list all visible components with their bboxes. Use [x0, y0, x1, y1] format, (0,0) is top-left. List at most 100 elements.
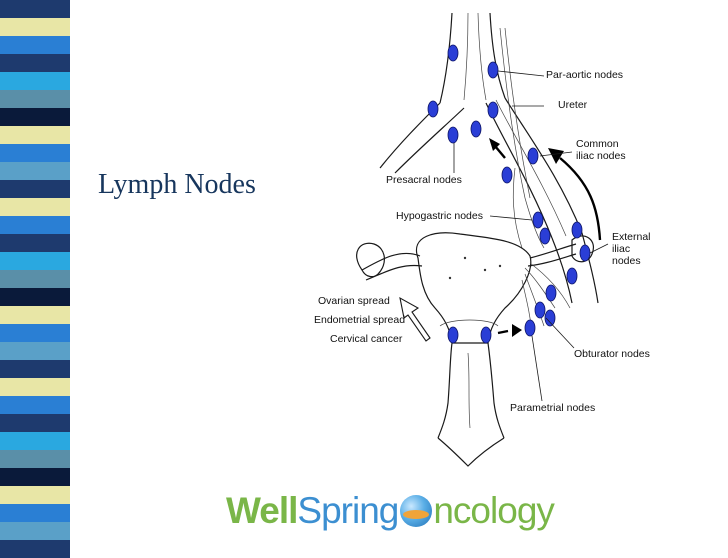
label-presacral-nodes: Presacral nodes: [386, 174, 462, 186]
label-hypogastric-nodes: Hypogastric nodes: [396, 210, 483, 222]
cervical-node: [480, 326, 492, 344]
common-iliac-spread-arrow: [559, 157, 602, 241]
hypogastric-node: [539, 227, 551, 245]
cervical-arrowhead: [512, 324, 522, 337]
side-strip-block: [0, 18, 70, 36]
side-strip-block: [0, 342, 70, 360]
side-strip-block: [0, 360, 70, 378]
common-iliac-node: [501, 166, 513, 184]
presacral-node: [470, 120, 482, 138]
parametrial-vessel: [524, 273, 545, 327]
label-parametrial-nodes: Parametrial nodes: [510, 402, 595, 414]
side-strip-block: [0, 108, 70, 126]
ureter-line-2: [504, 27, 531, 199]
side-strip-block: [0, 90, 70, 108]
label-common-iliac-2: iliac nodes: [576, 150, 626, 162]
external-iliac-node: [566, 267, 578, 285]
right-external-iliac-outer: [581, 232, 599, 304]
ureter-line: [499, 27, 545, 249]
side-strip-block: [0, 450, 70, 468]
leader-line: [539, 151, 573, 157]
label-para-aortic-nodes: Par-aortic nodes: [546, 69, 623, 81]
left-fallopian-tube-lower: [365, 264, 423, 281]
cervical-node: [447, 326, 459, 344]
side-strip-block: [0, 522, 70, 540]
leader-line: [497, 70, 545, 77]
label-cervical-cancer: Cervical cancer: [330, 333, 403, 345]
presacral-arrowhead: [489, 138, 500, 151]
side-strip-block: [0, 540, 70, 558]
side-strip-block: [0, 126, 70, 144]
vaginal-canal: [467, 352, 471, 429]
parametrial-node: [524, 319, 536, 337]
side-strip-block: [0, 396, 70, 414]
side-strip-block: [0, 432, 70, 450]
label-ovarian-spread: Ovarian spread: [318, 295, 390, 307]
side-strip-block: [0, 234, 70, 252]
label-ureter: Ureter: [558, 99, 588, 111]
label-endometrial-spread: Endometrial spread: [314, 314, 405, 326]
vena-cava-line: [463, 12, 469, 101]
side-strip-block: [0, 180, 70, 198]
hypogastric-vessel: [512, 167, 523, 249]
common-iliac-node: [527, 147, 539, 165]
aorta-right-wall: [489, 12, 506, 99]
leader-line: [489, 215, 533, 221]
side-strip-block: [0, 0, 70, 18]
side-strip-block: [0, 36, 70, 54]
globe-icon: [400, 495, 433, 527]
side-strip-block: [0, 414, 70, 432]
side-strip-block: [0, 252, 70, 270]
aorta-left-wall: [439, 12, 453, 104]
leader-line: [531, 335, 543, 402]
logo-word-well: Well: [226, 490, 298, 531]
logo-word-spring: Spring: [297, 490, 399, 531]
parametrial-vessel: [524, 267, 556, 309]
uterus-texture-dot: [498, 264, 502, 268]
vena-cava-line-2: [477, 12, 487, 101]
left-common-iliac-inner: [394, 107, 465, 174]
side-strip-block: [0, 270, 70, 288]
vaginal-opening: [437, 437, 505, 467]
side-strip-block: [0, 378, 70, 396]
left-fallopian-tube: [361, 252, 421, 271]
uterus-texture-dot: [483, 268, 487, 272]
lymph-node-anatomy-diagram: Par-aortic nodes Ureter Common iliac nod…: [314, 12, 651, 467]
presacral-spread-arrow: [494, 145, 506, 159]
uterus-outline: [415, 232, 532, 344]
uterus-texture-dot: [448, 276, 452, 280]
obturator-node: [534, 301, 546, 319]
side-strip-block: [0, 72, 70, 90]
ovarian-spread-arrow: [399, 296, 431, 342]
label-obturator-nodes: Obturator nodes: [574, 348, 650, 360]
right-ovary: [571, 235, 594, 263]
side-strip-block: [0, 486, 70, 504]
decorative-side-strip: [0, 0, 70, 558]
side-strip-block: [0, 468, 70, 486]
right-common-iliac-outer: [504, 97, 583, 234]
leader-line: [545, 317, 575, 349]
presacral-node: [447, 126, 459, 144]
para-aortic-node: [487, 101, 499, 119]
para-aortic-node: [487, 61, 499, 79]
side-strip-block: [0, 504, 70, 522]
external-iliac-node: [571, 221, 583, 239]
common-iliac-arrowhead: [548, 148, 564, 164]
side-strip-block: [0, 216, 70, 234]
label-external-iliac-2: iliac: [612, 243, 630, 255]
obturator-node: [545, 284, 557, 302]
left-ovary: [356, 242, 385, 278]
side-strip-block: [0, 162, 70, 180]
para-aortic-node: [447, 44, 459, 62]
para-aortic-node: [427, 100, 439, 118]
parametrial-vessel: [529, 262, 571, 309]
side-strip-block: [0, 288, 70, 306]
obturator-node: [544, 309, 556, 327]
slide-title: Lymph Nodes: [98, 169, 256, 200]
side-strip-block: [0, 198, 70, 216]
side-strip-block: [0, 54, 70, 72]
right-external-iliac-inner: [551, 237, 573, 304]
hypogastric-node: [532, 211, 544, 229]
leader-line: [589, 243, 609, 254]
